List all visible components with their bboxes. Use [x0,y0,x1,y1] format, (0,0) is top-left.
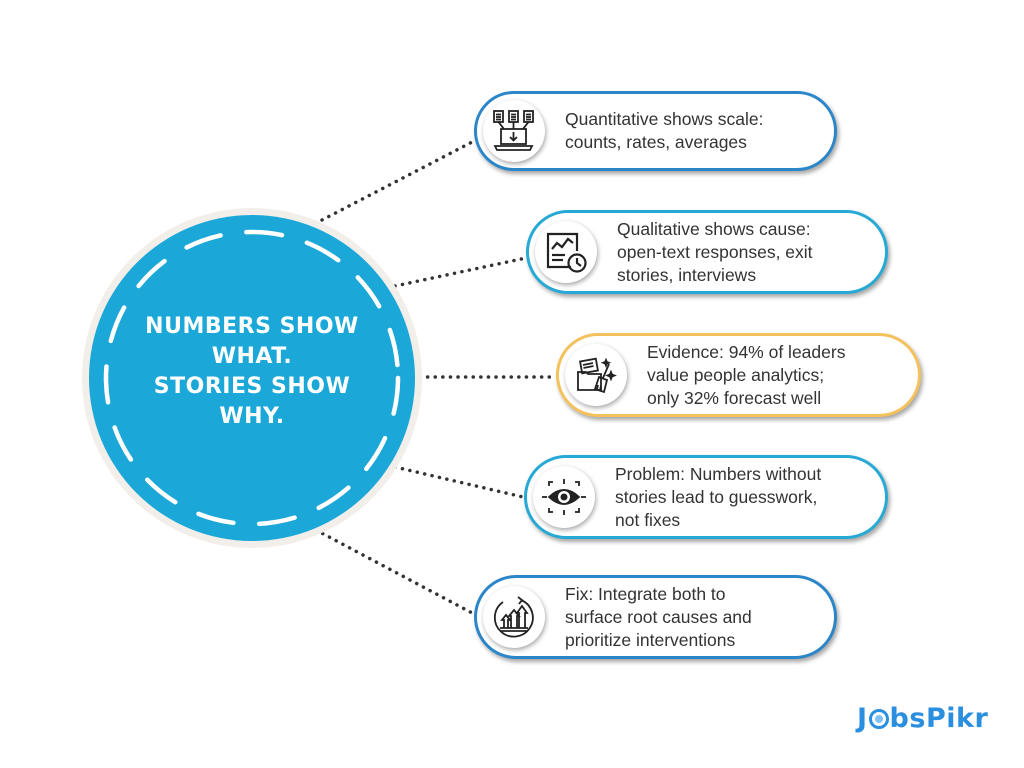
hub-title-line: STORIES SHOW [153,374,351,399]
hub-circle [89,215,415,541]
card-text-line: stories lead to guesswork, [615,486,818,507]
card-text: Evidence: 94% of leaders value people an… [647,341,845,410]
growth-arrows-icon [493,596,534,638]
card-fix: Fix: Integrate both to surface root caus… [474,575,837,659]
icon-badge [483,586,545,648]
laptop-download-icon [493,110,534,151]
hub-title-line: WHY. [219,404,285,429]
eye-focus-icon [542,479,586,515]
card-text-line: only 32% forecast well [647,387,822,408]
card-text-line: counts, rates, averages [565,132,747,152]
hub-title-line: NUMBERS SHOW [145,314,359,339]
icon-badge [535,221,597,283]
card-text: Problem: Numbers without stories lead to… [615,463,821,532]
jobspikr-logo: J bsPikr [857,703,988,734]
card-text-line: prioritize interventions [565,629,736,650]
hub-title-line: WHAT. [211,344,293,369]
globe-icon [868,708,889,729]
hub-title: NUMBERS SHOW WHAT. STORIES SHOW WHY. [122,312,382,432]
hub-dashed-ring [103,229,401,527]
card-text-line: not fixes [615,509,681,530]
card-text-line: Quantitative shows scale: [565,109,764,129]
logo-text-suffix: bsPikr [889,703,989,734]
card-qualitative: Qualitative shows cause: open-text respo… [526,210,888,294]
card-text: Qualitative shows cause: open-text respo… [617,218,813,287]
card-text-line: Qualitative shows cause: [617,218,811,239]
icon-badge [565,344,627,406]
card-text-line: Fix: Integrate both to [565,583,726,604]
card-text-line: stories, interviews [617,264,757,285]
folder-clean-icon [577,357,617,394]
report-chart-clock-icon [546,232,587,273]
card-text-line: Evidence: 94% of leaders [647,341,846,362]
card-text-line: open-text responses, exit [617,241,813,262]
card-text: Fix: Integrate both to surface root caus… [565,583,752,652]
logo-text-prefix: J [857,703,868,734]
card-text-line: surface root causes and [565,606,752,627]
card-text: Quantitative shows scale: counts, rates,… [565,108,763,154]
card-problem: Problem: Numbers without stories lead to… [524,455,888,539]
card-text-line: value people analytics; [647,364,825,385]
icon-badge [483,100,545,162]
card-text-line: Problem: Numbers without [615,463,822,484]
card-evidence: Evidence: 94% of leaders value people an… [556,333,921,417]
card-quantitative: Quantitative shows scale: counts, rates,… [474,91,837,171]
central-hub: NUMBERS SHOW WHAT. STORIES SHOW WHY. [82,208,422,548]
icon-badge [533,466,595,528]
